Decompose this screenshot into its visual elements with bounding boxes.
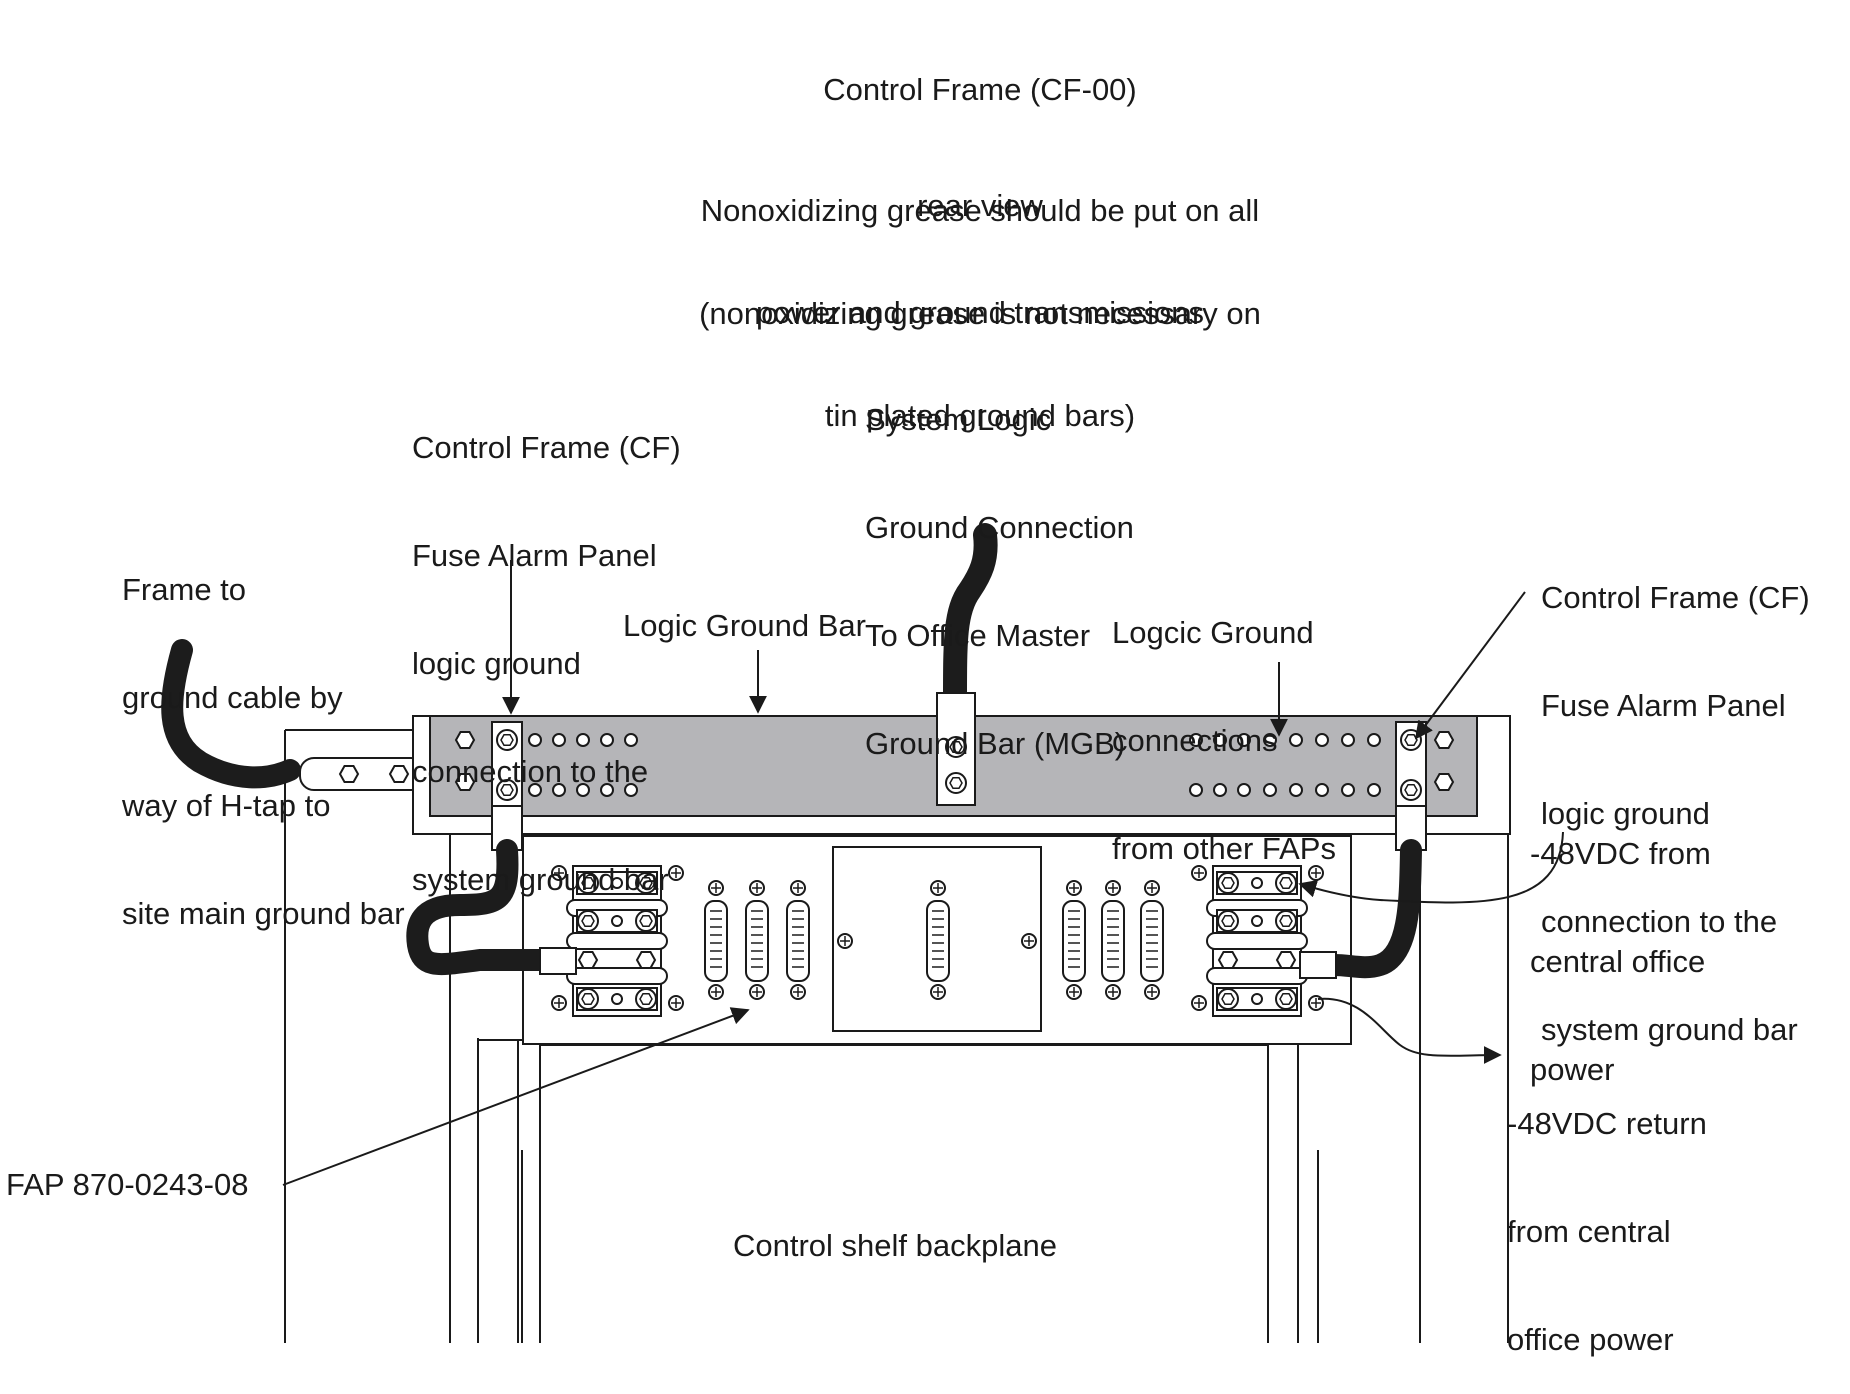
system-logic-line-4: Ground Bar (MGB) — [865, 726, 1126, 761]
mgb-lug — [936, 692, 976, 806]
left-terminal-block — [551, 865, 684, 1017]
neg48-return-line-1: -48VDC return — [1507, 1106, 1707, 1141]
system-logic-line-3: To Office Master — [865, 618, 1091, 653]
arrow-neg48-return — [1317, 997, 1502, 1065]
other-faps-line-3: from other FAPs — [1112, 831, 1336, 866]
right-logic-ground-lug — [1395, 721, 1427, 851]
label-control-shelf-backplane: Control shelf backplane — [733, 1228, 1057, 1263]
cf-fap-left-line-3: logic ground — [412, 646, 581, 681]
label-fap-part-number: FAP 870-0243-08 — [6, 1167, 249, 1202]
note-line-1: Nonoxidizing grease should be put on all — [700, 193, 1260, 228]
neg48-power-line-1: -48VDC from — [1530, 836, 1711, 871]
title-line-2: rear view — [917, 188, 1043, 223]
note-line-2: power and ground transmissions — [755, 295, 1205, 330]
other-faps-line-1: Logcic Ground — [1112, 615, 1314, 650]
cf-fap-left-line-4: connection to the — [412, 754, 649, 789]
arrow-fap-part — [282, 1007, 750, 1186]
label-system-logic-ground: System Logic Ground Connection To Office… — [865, 330, 1134, 798]
grounding-diagram — [161, 523, 1564, 1343]
neg48-return-line-3: office power — [1507, 1322, 1674, 1357]
system-logic-line-1: System Logic — [865, 402, 1052, 437]
right-cable-lug — [1299, 951, 1337, 979]
title-line-1: Control Frame (CF-00) — [823, 72, 1137, 107]
mgb-cable — [943, 523, 998, 712]
frame-ground-line-2: ground cable by — [122, 680, 343, 715]
arrow-neg48-power — [1298, 831, 1564, 904]
cf-fap-right-line-3: logic ground — [1541, 796, 1710, 831]
cf-fap-right-line-2: Fuse Alarm Panel — [1541, 688, 1786, 723]
frame-ground-line-1: Frame to — [122, 572, 247, 607]
leader-lines — [282, 560, 1564, 1186]
diagram-title: Control Frame (CF-00) rear view — [700, 0, 1260, 260]
label-logic-ground-bar: Logic Ground Bar — [623, 608, 866, 643]
control-shelf-backplane — [477, 1038, 1319, 1343]
label-cf-fap-left: Control Frame (CF) Fuse Alarm Panel logi… — [412, 358, 681, 934]
left-fap-ground-cable — [406, 839, 561, 976]
arrow-right-fap-ground — [1414, 591, 1526, 740]
note2-line-1: (nonoxidizing grease is not necessary on — [699, 296, 1261, 331]
grease-exception-note: (nonoxidizing grease is not necessary on… — [620, 229, 1340, 467]
label-frame-ground-cable: Frame to ground cable by way of H-tap to… — [122, 500, 405, 968]
left-cable-lug — [539, 947, 577, 975]
right-terminal-block — [1191, 865, 1324, 1017]
other-faps-line-2: connections — [1112, 723, 1278, 758]
label-other-faps: Logcic Ground connections from other FAP… — [1112, 543, 1336, 903]
cf-fap-left-line-1: Control Frame (CF) — [412, 430, 681, 465]
frame-ground-line-4: site main ground bar — [122, 896, 405, 931]
system-logic-line-2: Ground Connection — [865, 510, 1134, 545]
frame-ground-cable — [161, 639, 301, 789]
cf-fap-left-line-5: system ground bar — [412, 862, 669, 897]
cf-fap-right-line-4: connection to the — [1541, 904, 1778, 939]
cf-fap-right-line-5: system ground bar — [1541, 1012, 1798, 1047]
frame-ground-line-3: way of H-tap to — [122, 788, 331, 823]
cf-fap-right-line-1: Control Frame (CF) — [1541, 580, 1810, 615]
ground-bar-holes — [528, 733, 1381, 797]
neg48-return-line-2: from central — [1507, 1214, 1671, 1249]
cf-fap-left-line-2: Fuse Alarm Panel — [412, 538, 657, 573]
neg48-power-line-3: power — [1530, 1052, 1615, 1087]
label-cf-fap-right: Control Frame (CF) Fuse Alarm Panel logi… — [1541, 508, 1810, 1084]
right-fap-ground-cable — [1324, 839, 1422, 979]
label-neg48-power: -48VDC from central office power — [1530, 764, 1711, 1124]
note2-line-2: tin plated ground bars) — [824, 398, 1136, 433]
grease-note: Nonoxidizing grease should be put on all… — [620, 126, 1340, 364]
neg48-power-line-2: central office — [1530, 944, 1706, 979]
label-neg48-return: -48VDC return from central office power — [1507, 1034, 1707, 1394]
